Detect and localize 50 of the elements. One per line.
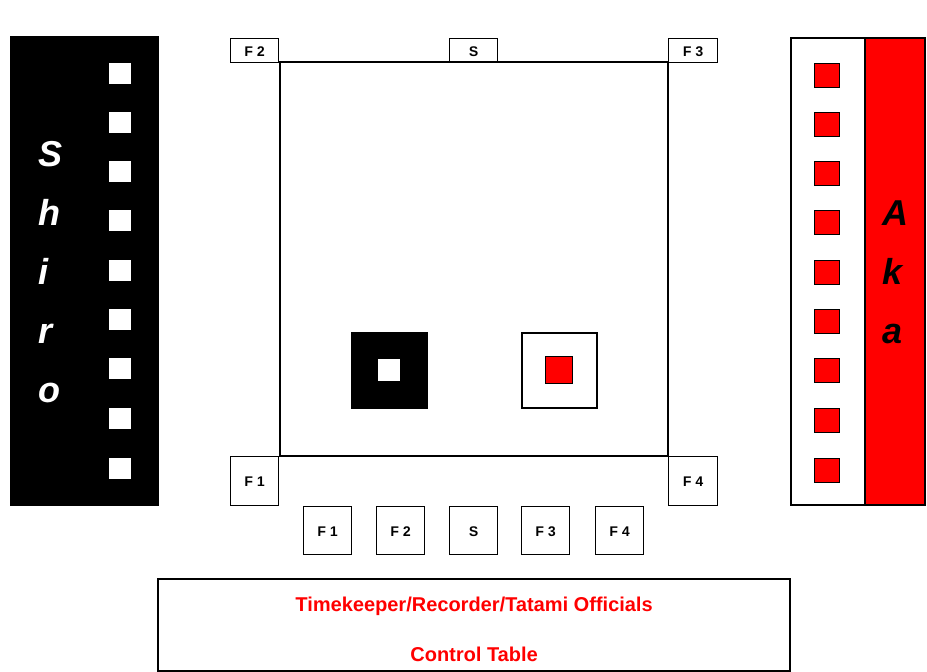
starting-mark xyxy=(521,332,598,409)
judge-label: F 3 xyxy=(535,522,556,538)
table-label: Timekeeper/Recorder/Tatami Officials xyxy=(295,593,653,617)
judge-label: S xyxy=(468,42,478,58)
competitor-marker xyxy=(109,358,131,379)
competitor-marker xyxy=(814,408,840,433)
competitor-marker xyxy=(109,161,131,182)
judge-label: F 4 xyxy=(609,522,630,538)
judge-label: F 2 xyxy=(390,522,411,538)
judge-label: F 1 xyxy=(317,522,338,538)
competitor-marker xyxy=(814,358,840,383)
competitor-marker xyxy=(814,63,840,88)
competitor-marker xyxy=(109,408,131,429)
starting-mark xyxy=(351,332,428,409)
judge-label: S xyxy=(468,522,478,538)
shiro-panel xyxy=(10,36,159,506)
judge-seat xyxy=(449,506,498,555)
judge-position xyxy=(668,38,718,63)
competitor-marker xyxy=(814,458,840,483)
judge-seat xyxy=(303,506,352,555)
judge-position xyxy=(230,456,279,506)
mark-center xyxy=(378,359,400,381)
judge-label: F 1 xyxy=(244,473,265,489)
judge-seat xyxy=(376,506,425,555)
competitor-marker xyxy=(109,260,131,281)
competitor-marker xyxy=(109,112,131,133)
table-label: Control Table xyxy=(410,643,538,667)
mark-center xyxy=(545,356,573,384)
judge-position xyxy=(230,38,279,63)
competitor-marker xyxy=(814,210,840,235)
competitor-marker xyxy=(109,210,131,231)
competitor-marker xyxy=(814,309,840,334)
judge-label: F 4 xyxy=(682,473,704,489)
competitor-marker xyxy=(814,260,840,285)
team-label: Aka xyxy=(882,191,904,353)
aka-panel xyxy=(790,37,926,506)
competitor-marker xyxy=(814,112,840,137)
judge-position xyxy=(449,38,498,63)
judge-seat xyxy=(595,506,644,555)
team-label: Shiro xyxy=(38,132,68,412)
control-table xyxy=(157,578,791,672)
competition-area xyxy=(279,61,669,457)
judge-seat xyxy=(521,506,570,555)
competitor-marker xyxy=(109,309,131,330)
judge-label: F 3 xyxy=(682,42,704,58)
judge-position xyxy=(668,456,718,506)
competitor-marker xyxy=(814,161,840,186)
competitor-marker xyxy=(109,458,131,479)
judge-label: F 2 xyxy=(244,42,265,58)
competitor-marker xyxy=(109,63,131,84)
